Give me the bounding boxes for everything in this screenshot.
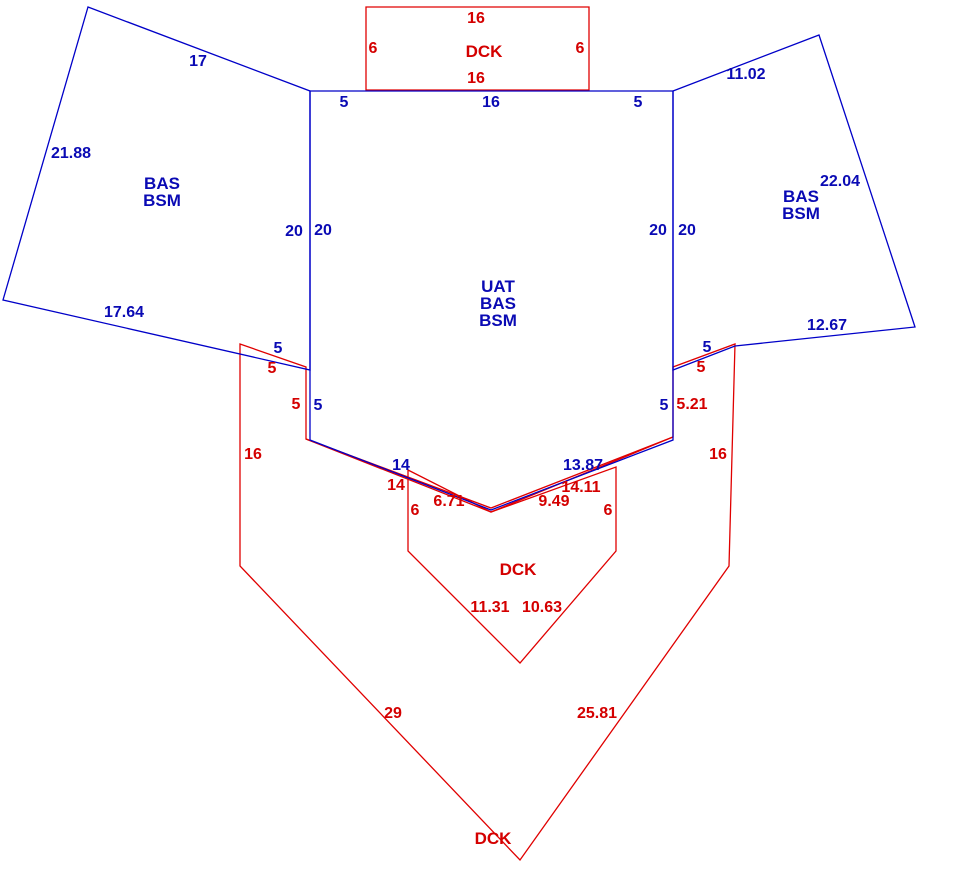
dim-left-wing-bottom: 17.64 [104,304,144,321]
dim-small-deck-top-left: 6.71 [433,493,464,510]
dim-center-left-outer: 20 [285,223,303,240]
dim-right-wing-bottom: 12.67 [807,317,847,334]
dim-center-bottom-right: 13.87 [563,457,603,474]
dim-right-wing-right: 22.04 [820,173,860,190]
center-lower-left-edge [305,436,674,509]
dim-center-top: 16 [482,94,500,111]
dim-large-deck-right-inner: 5.21 [676,396,707,413]
dim-top-deck-right: 6 [576,40,585,57]
dim-center-right-inner: 20 [649,222,667,239]
left-wing-outline [2,6,311,371]
dim-center-top-right: 5 [634,94,643,111]
dim-large-deck-diag-right: 25.81 [577,705,617,722]
center-area-label-3: BSM [479,311,517,330]
dim-small-deck-left: 6 [411,502,420,519]
dim-small-deck-top-right: 9.49 [538,493,569,510]
right-wing-outline [672,34,916,371]
large-deck-label: DCK [475,829,513,848]
dim-large-deck-right-side: 16 [709,446,727,463]
dim-large-deck-left-top: 5 [268,360,277,377]
dim-center-left-inner: 20 [314,222,332,239]
center-area-label-2: BAS [480,294,516,313]
dim-left-wing-inner: 5 [274,340,283,357]
dim-center-right-outer: 20 [678,222,696,239]
dim-center-lower-right: 5 [660,397,669,414]
dim-right-wing-inner: 5 [703,339,712,356]
top-deck-outline [365,6,590,91]
dim-top-deck-bottom: 16 [467,70,485,87]
dim-right-wing-top: 11.02 [726,66,765,83]
dim-large-deck-notch-left: 14 [387,477,405,494]
small-deck-outline [407,466,617,664]
dim-large-deck-left-inner: 5 [292,396,301,413]
dim-large-deck-right-top: 5 [697,359,706,376]
dim-center-lower-left: 5 [314,397,323,414]
dim-top-deck-left: 6 [369,40,378,57]
top-deck-label: DCK [466,42,504,61]
dim-small-deck-right: 6 [604,502,613,519]
right-wing-label-2: BSM [782,204,820,223]
dim-center-top-left: 5 [340,94,349,111]
dim-top-deck-top: 16 [467,10,485,27]
center-area-label-1: UAT [481,277,515,296]
left-wing-label-2: BSM [143,191,181,210]
small-deck-label: DCK [500,560,538,579]
center-area-outline [309,90,674,511]
dim-center-bottom-left: 14 [392,457,410,474]
dim-large-deck-notch-right: 14.11 [561,479,600,496]
right-wing-label-1: BAS [783,187,819,206]
dim-left-wing-left: 21.88 [51,145,91,162]
left-wing-label-1: BAS [144,174,180,193]
dim-small-deck-bottom-right: 10.63 [522,599,562,616]
dim-large-deck-left-side: 16 [244,446,262,463]
dim-small-deck-bottom-left: 11.31 [470,599,509,616]
dim-large-deck-diag-left: 29 [384,705,402,722]
dim-left-wing-top: 17 [189,53,207,70]
